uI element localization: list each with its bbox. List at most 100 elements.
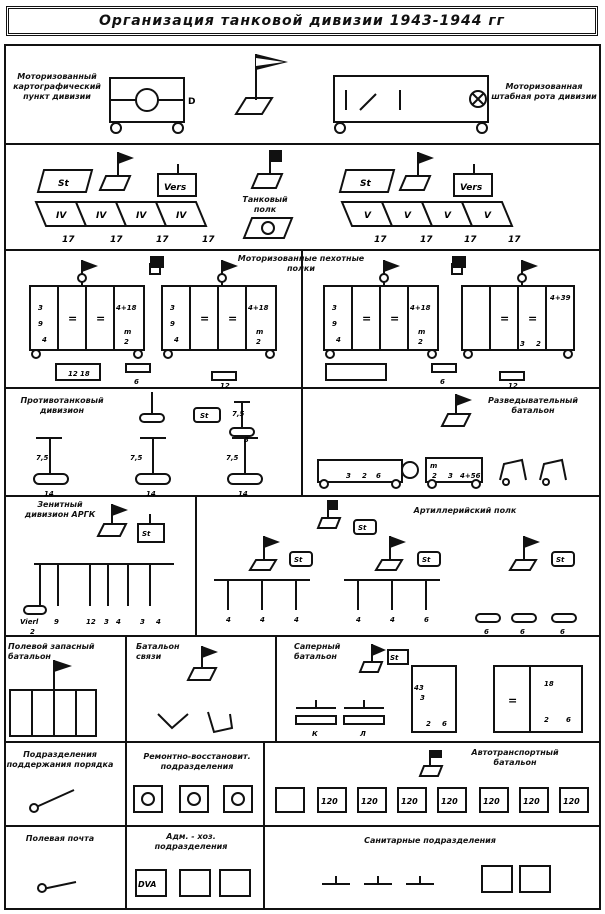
svg-text:4: 4 xyxy=(356,616,361,624)
svg-text:17: 17 xyxy=(110,235,123,245)
motor-infantry-label: Моторизованные пехотные полки xyxy=(237,254,365,273)
svg-text:9: 9 xyxy=(54,618,59,626)
svg-text:9: 9 xyxy=(170,320,175,328)
svg-text:120: 120 xyxy=(361,797,378,806)
signals-label: Батальон связи xyxy=(136,642,180,661)
svg-text:120: 120 xyxy=(321,797,338,806)
svg-text:9: 9 xyxy=(332,320,337,328)
svg-text:=: = xyxy=(500,312,509,325)
row7-symbols: 120 120 120 120 120 120 120 xyxy=(29,750,589,813)
svg-text:St: St xyxy=(422,556,431,564)
svg-text:m: m xyxy=(124,328,131,336)
svg-text:120: 120 xyxy=(563,797,580,806)
svg-text:18: 18 xyxy=(544,680,554,688)
svg-text:St: St xyxy=(390,654,399,662)
order-units-label: Подразделения поддержания порядка xyxy=(6,750,114,769)
svg-text:IV: IV xyxy=(56,211,67,221)
svg-text:St: St xyxy=(142,530,151,538)
tank-regiment-label: Танковый полк xyxy=(242,195,288,214)
svg-text:St: St xyxy=(556,556,565,564)
svg-text:17: 17 xyxy=(464,235,477,245)
svg-text:4: 4 xyxy=(336,336,341,344)
svg-text:Vers: Vers xyxy=(460,183,483,193)
svg-text:43: 43 xyxy=(414,684,424,692)
svg-text:Vers: Vers xyxy=(164,183,187,193)
svg-text:m: m xyxy=(256,328,263,336)
svg-text:3: 3 xyxy=(244,436,249,444)
svg-text:6: 6 xyxy=(442,720,447,728)
motor-transport-label: Автотранспортный батальон xyxy=(471,748,559,767)
svg-text:120: 120 xyxy=(523,797,540,806)
svg-text:6: 6 xyxy=(376,472,381,480)
svg-text:12: 12 xyxy=(508,382,518,388)
svg-text:4: 4 xyxy=(116,618,121,626)
repair-units-label: Ремонтно-восстановит. подразделения xyxy=(143,752,251,771)
tank-companies-a xyxy=(34,201,208,227)
hq-company-label: Моторизованная штабная рота дивизии xyxy=(491,82,597,101)
svg-text:m: m xyxy=(418,328,425,336)
svg-text:4+18: 4+18 xyxy=(248,304,269,312)
svg-text:V: V xyxy=(484,211,492,221)
svg-text:=: = xyxy=(68,312,77,325)
engineers-label: Саперный батальон xyxy=(294,642,341,661)
svg-text:4: 4 xyxy=(294,616,299,624)
svg-text:2: 2 xyxy=(418,338,423,346)
svg-text:6: 6 xyxy=(520,628,525,636)
page-title: Организация танковой дивизии 1943-1944 г… xyxy=(6,6,598,36)
antiair-label: Зенитный дивизион АРГК xyxy=(24,500,96,519)
svg-text:4+18: 4+18 xyxy=(116,304,137,312)
svg-text:=: = xyxy=(528,312,537,325)
row6-symbols: St 43 3 2 6 18 2 6 К Л = xyxy=(9,644,583,738)
svg-text:4: 4 xyxy=(260,616,265,624)
svg-text:12: 12 xyxy=(86,618,96,626)
svg-text:18: 18 xyxy=(80,370,90,378)
svg-text:=: = xyxy=(508,694,517,707)
svg-text:12: 12 xyxy=(68,370,78,378)
svg-text:V: V xyxy=(364,211,372,221)
svg-text:=: = xyxy=(96,312,105,325)
svg-text:12: 12 xyxy=(220,382,230,388)
svg-text:9: 9 xyxy=(38,320,43,328)
field-post-label: Полевая почта xyxy=(25,834,95,843)
svg-text:=: = xyxy=(200,312,209,325)
svg-text:7,5: 7,5 xyxy=(226,454,239,462)
row1-symbols: D xyxy=(109,54,489,134)
svg-text:17: 17 xyxy=(156,235,169,245)
recon-label: Разведывательный батальон xyxy=(488,396,578,415)
svg-text:4+18: 4+18 xyxy=(410,304,431,312)
svg-text:6: 6 xyxy=(440,378,445,386)
svg-text:3: 3 xyxy=(38,304,43,312)
svg-text:К: К xyxy=(312,730,318,738)
svg-text:2: 2 xyxy=(30,628,35,636)
svg-text:3: 3 xyxy=(420,694,425,702)
svg-text:2: 2 xyxy=(362,472,367,480)
aa-artillery-symbols: St St St St St Vierl 2 9 12 3 4 3 4 4 4 … xyxy=(20,500,577,636)
field-reserve-label: Полевой запасный батальон xyxy=(8,642,95,661)
svg-text:17: 17 xyxy=(420,235,433,245)
svg-text:St: St xyxy=(58,179,69,189)
svg-text:4: 4 xyxy=(174,336,179,344)
svg-text:2: 2 xyxy=(426,720,431,728)
svg-text:6: 6 xyxy=(566,716,571,724)
map-point-label: Моторизованный картографический пункт ди… xyxy=(13,72,101,101)
row8-symbols: DVA xyxy=(37,865,551,897)
svg-text:IV: IV xyxy=(96,211,107,221)
svg-text:Vierl: Vierl xyxy=(20,618,39,626)
svg-text:St: St xyxy=(200,412,209,420)
svg-text:4+39: 4+39 xyxy=(550,294,571,302)
svg-text:IV: IV xyxy=(136,211,147,221)
svg-text:3: 3 xyxy=(448,472,453,480)
svg-text:DVA: DVA xyxy=(138,880,156,889)
svg-text:2: 2 xyxy=(544,716,549,724)
svg-text:14: 14 xyxy=(238,490,248,496)
svg-text:St: St xyxy=(360,179,371,189)
svg-text:m: m xyxy=(430,462,437,470)
svg-text:14: 14 xyxy=(146,490,156,496)
svg-text:Л: Л xyxy=(359,730,366,738)
svg-text:4: 4 xyxy=(156,618,161,626)
svg-text:4: 4 xyxy=(226,616,231,624)
svg-text:St: St xyxy=(294,556,303,564)
svg-text:3: 3 xyxy=(170,304,175,312)
